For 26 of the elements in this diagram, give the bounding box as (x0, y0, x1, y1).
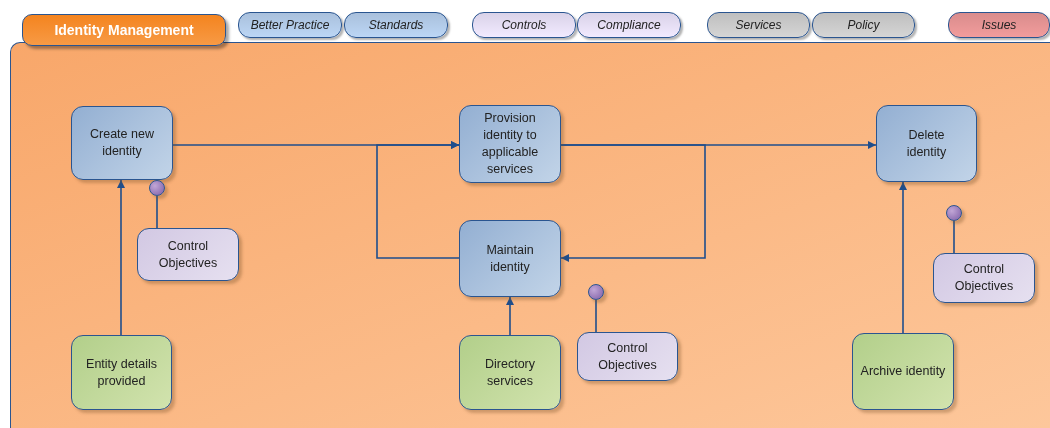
control-objectives-box: Control Objectives (577, 332, 678, 381)
legend-key: Issues (948, 12, 1050, 38)
arrow (506, 296, 514, 336)
connector-line (595, 299, 597, 333)
arrow (899, 181, 907, 334)
input-box: Directory services (459, 335, 561, 410)
legend-key: Policy (812, 12, 915, 38)
legend-key: Compliance (577, 12, 681, 38)
input-box: Archive identity (852, 333, 954, 410)
heading-tab: Identity Management (22, 14, 226, 46)
process-box: Maintain identity (459, 220, 561, 297)
control-objectives-box: Control Objectives (933, 253, 1035, 303)
legend-key: Better Practice (238, 12, 342, 38)
legend-key: Standards (344, 12, 448, 38)
legend-key: Controls (472, 12, 576, 38)
connector-line (953, 220, 955, 254)
legend-key: Services (707, 12, 810, 38)
arrow (117, 179, 125, 336)
connector-line (156, 195, 158, 229)
control-objectives-box: Control Objectives (137, 228, 239, 281)
arrow (560, 144, 706, 262)
arrow (376, 141, 460, 259)
input-box: Entity details provided (71, 335, 172, 410)
process-box: Provision identity to applicable services (459, 105, 561, 183)
process-box: Create new identity (71, 106, 173, 180)
process-box: Delete identity (876, 105, 977, 182)
